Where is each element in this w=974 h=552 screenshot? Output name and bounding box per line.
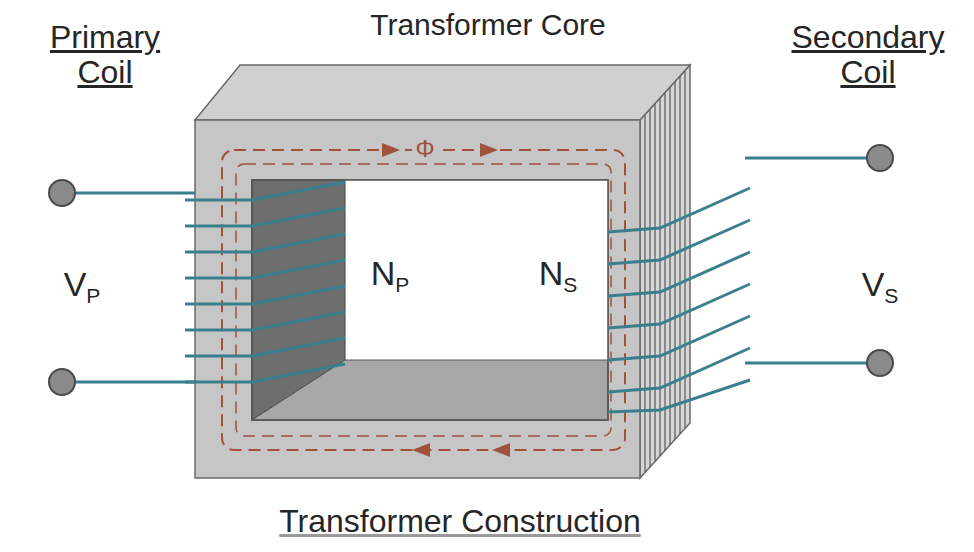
voltage-label: VP <box>64 266 101 303</box>
flux-symbol: Φ <box>412 136 437 162</box>
coil-title: Secondary Coil <box>792 20 945 90</box>
voltage-label: VS <box>862 266 899 303</box>
coil-title: Primary Coil <box>50 20 160 90</box>
core-title: Transformer Core <box>370 8 606 41</box>
figure-caption: Transformer Construction <box>279 504 641 539</box>
turns-label: NS <box>539 255 578 292</box>
turns-label: NP <box>371 255 410 292</box>
